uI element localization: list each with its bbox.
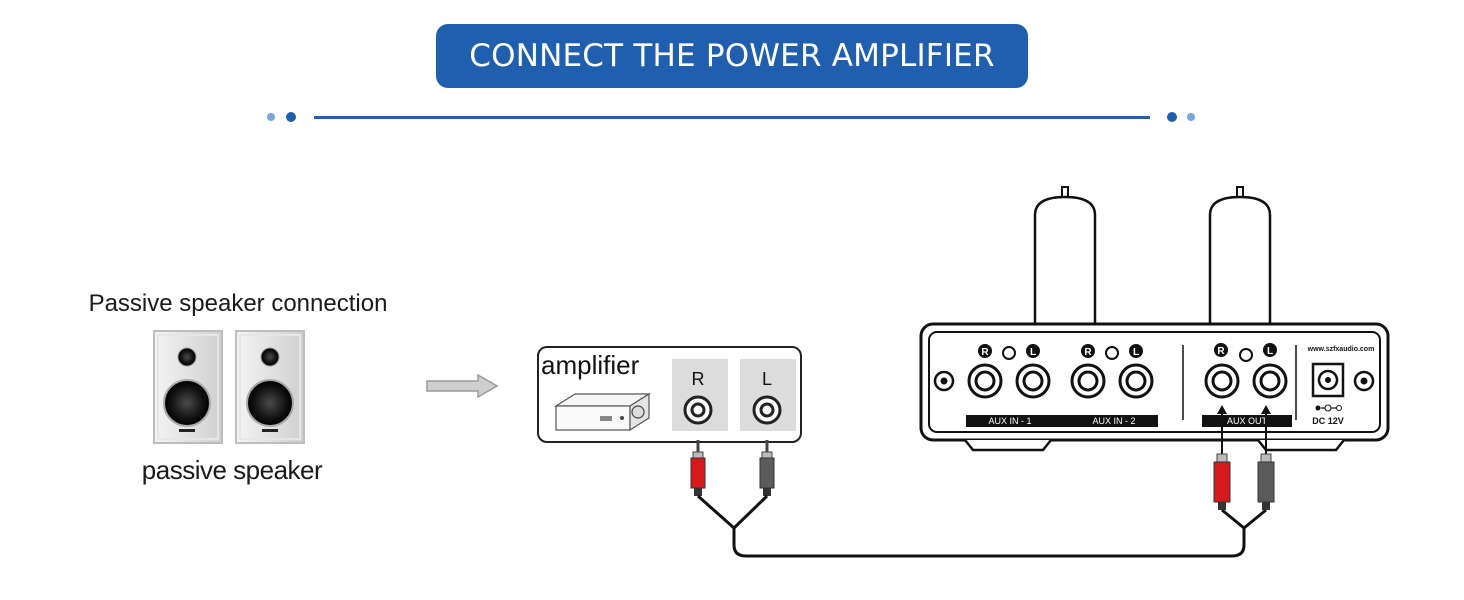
preamp-red-plug-icon [1213,453,1231,510]
amp-red-plug-icon [690,440,706,496]
page-title: CONNECT THE POWER AMPLIFIER [469,38,995,74]
dc-polarity-icon [1315,404,1342,412]
divider-dot-right-outer [1187,113,1195,121]
divider-dot-left-outer [267,113,275,121]
website-label: www.szfxaudio.com [1307,346,1375,353]
aux-out-label: AUX OUT [1227,416,1268,426]
amp-l-label: L [762,369,772,389]
vacuum-tube-right-icon [1208,186,1272,328]
aux2-r-badge: R [1084,347,1092,358]
amplifier-device-icon [553,392,652,432]
preamp-gray-plug-icon [1257,453,1275,510]
amplifier-box: amplifier R L [537,346,802,443]
passive-speaker-heading: Passive speaker connection [89,290,388,317]
divider-dot-left-inner [286,112,296,122]
aux-in-1-label: AUX IN - 1 [988,416,1031,426]
rca-cable [697,494,1267,558]
aux-in-2-label: AUX IN - 2 [1092,416,1135,426]
speaker-right-icon [235,330,305,444]
preamp-arrow-up-icons [1217,405,1271,460]
tube-preamp-device: R L R L AUX IN - 1 AUX IN - 2 R L [919,186,1390,452]
auxout-l-badge: L [1267,346,1273,357]
aux1-l-badge: L [1030,347,1036,358]
amplifier-label: amplifier [541,350,640,380]
aux1-r-badge: R [981,347,989,358]
dc-label: DC 12V [1312,416,1344,426]
divider-dot-right-inner [1167,112,1177,122]
vacuum-tube-left-icon [1033,186,1097,328]
speaker-left-icon [153,330,223,444]
auxout-r-badge: R [1217,346,1225,357]
amp-gray-plug-icon [759,440,775,496]
arrow-right-icon [426,373,499,399]
passive-speaker-caption: passive speaker [142,455,323,485]
amp-r-label: R [692,369,705,389]
divider-line [314,116,1150,119]
aux2-l-badge: L [1133,347,1139,358]
header-banner: CONNECT THE POWER AMPLIFIER [436,24,1028,88]
